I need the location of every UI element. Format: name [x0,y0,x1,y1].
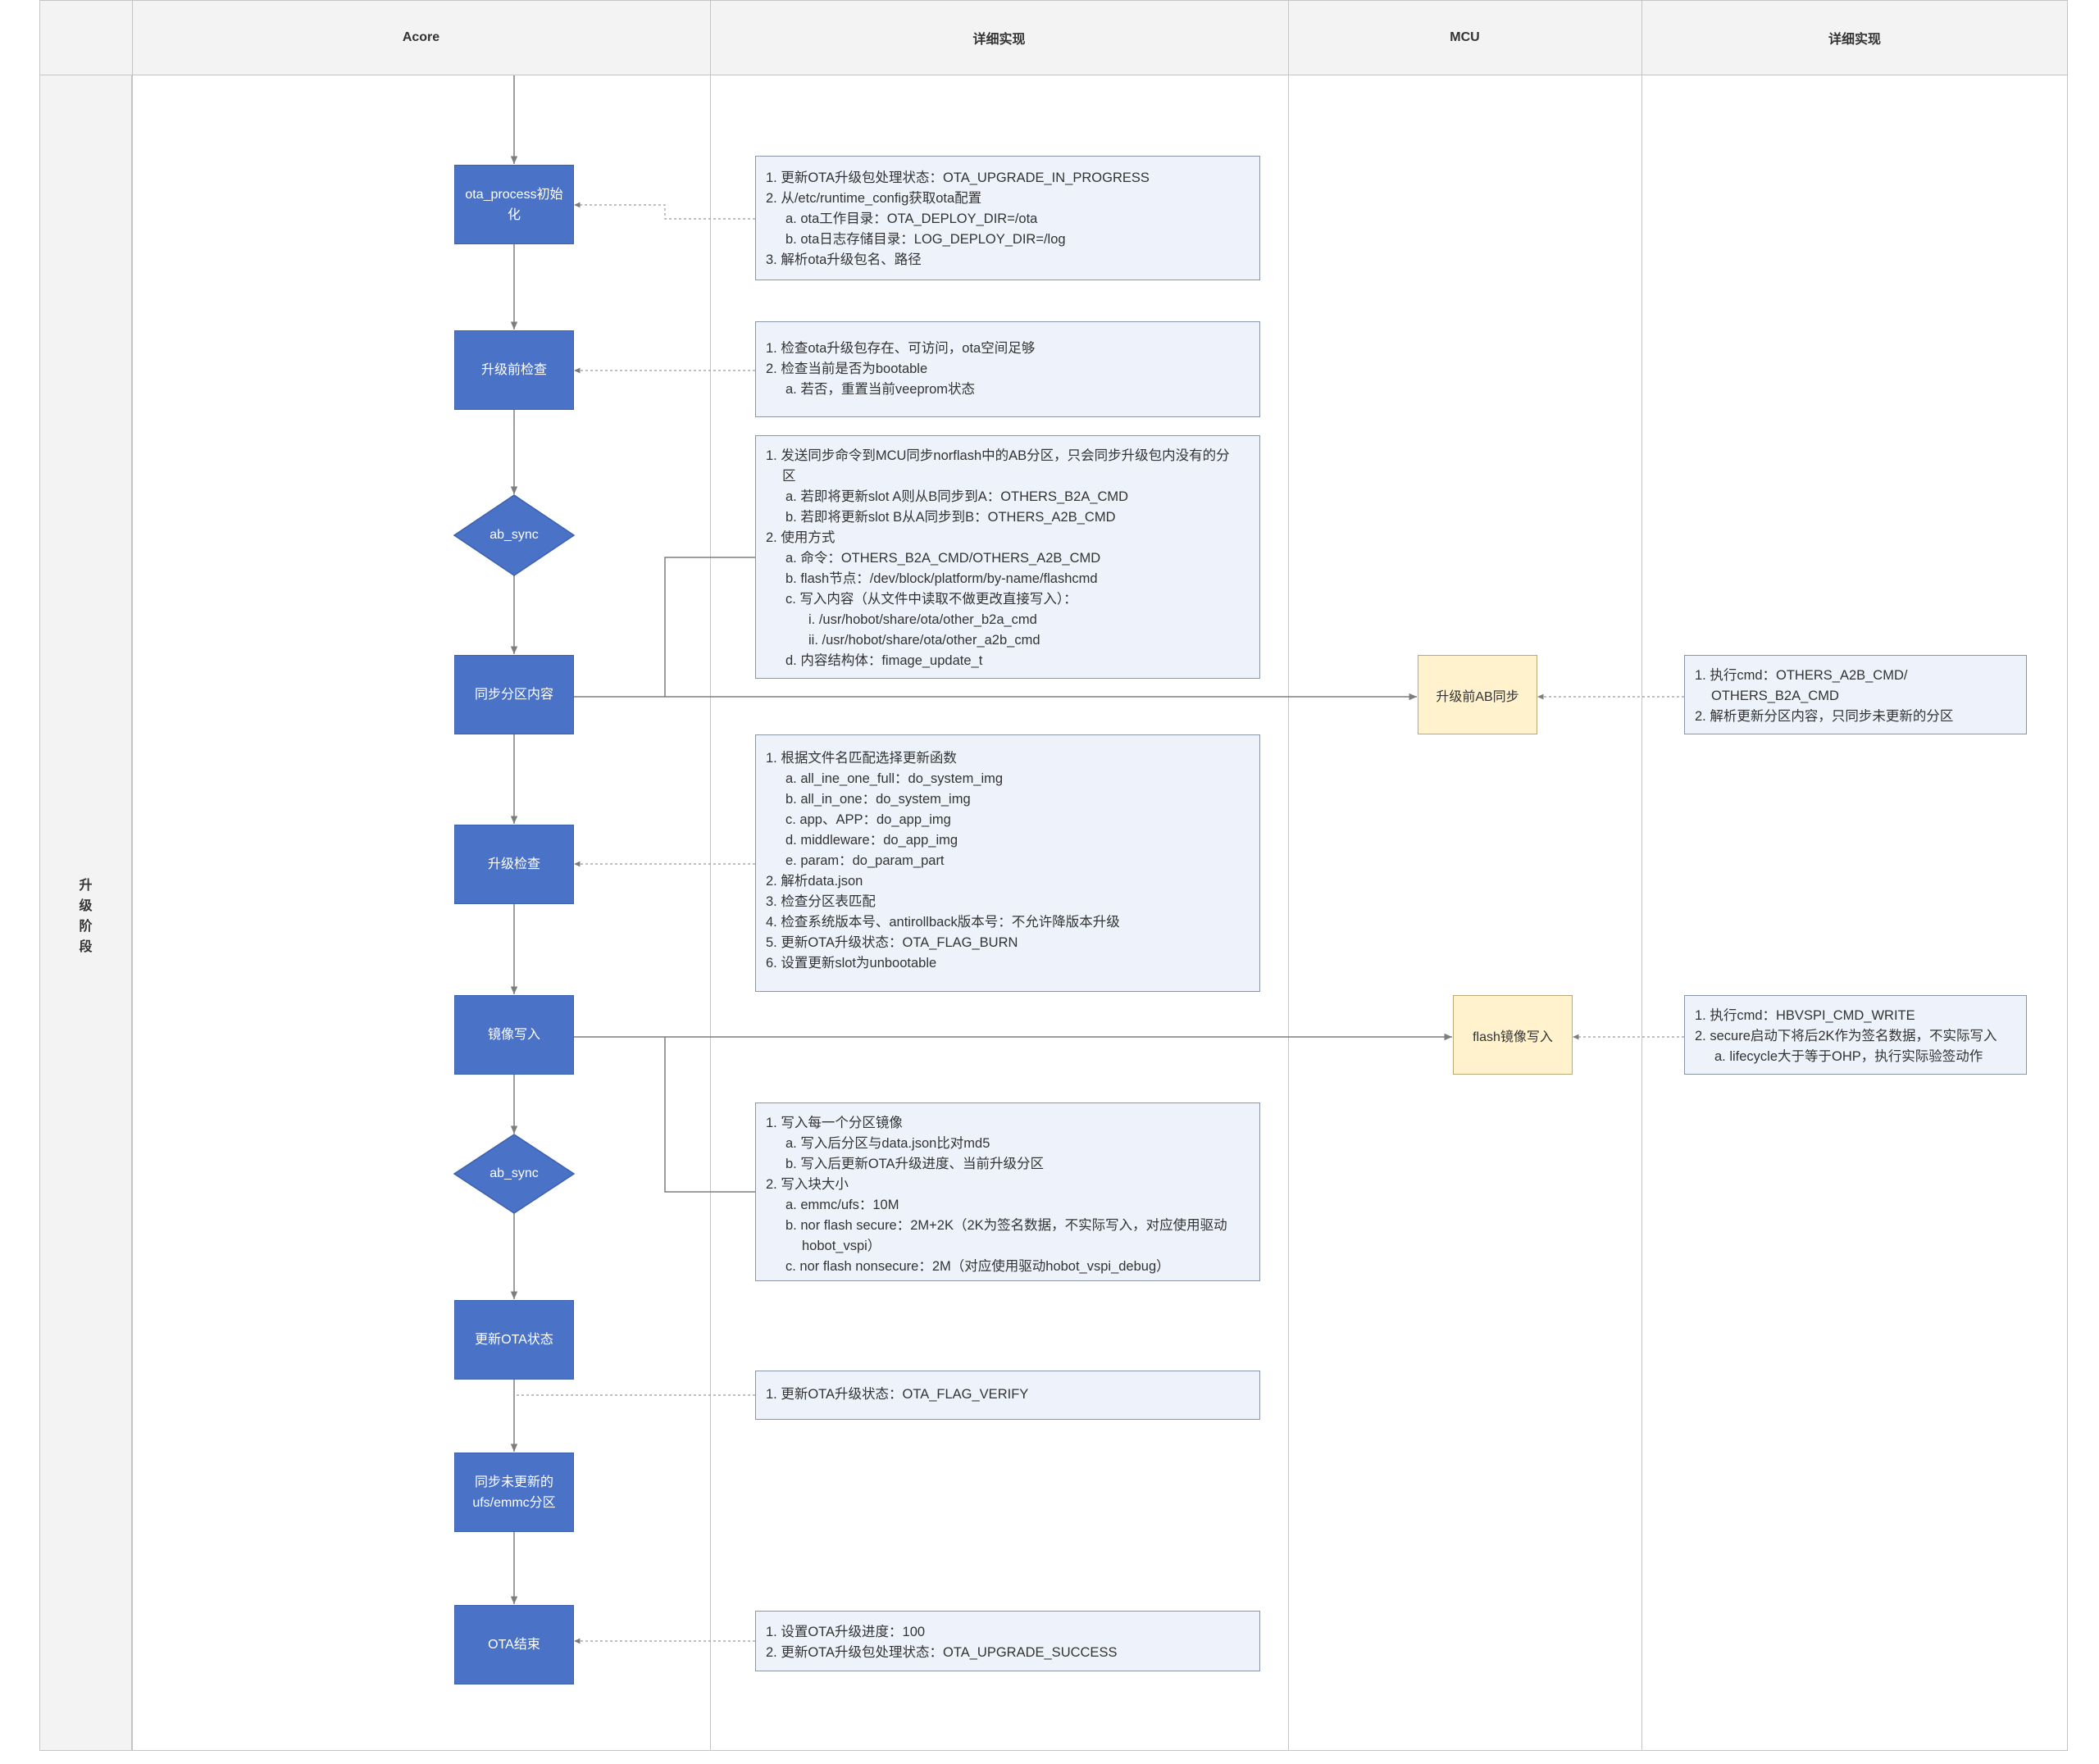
note-connector [664,1037,755,1193]
note-mcu-sync: 1. 执行cmd：OTHERS_A2B_CMD/ OTHERS_B2A_CMD … [1684,655,2027,734]
node-ab-sync-1[interactable]: ab_sync [489,528,539,542]
note-init: 1. 更新OTA升级包处理状态：OTA_UPGRADE_IN_PROGRESS … [755,156,1260,280]
node-sync-ufs[interactable]: 同步未更新的ufs/emmc分区 [454,1453,574,1532]
node-ota-init[interactable]: ota_process初始化 [454,165,574,244]
header-row [39,0,2068,75]
lane-header-mcu: MCU [1450,30,1480,44]
lane-divider [132,0,133,1751]
lane-header-detail-2: 详细实现 [1828,33,1881,47]
node-upgrade-check[interactable]: 升级检查 [454,825,574,904]
node-pre-check[interactable]: 升级前检查 [454,330,574,410]
note-upgrade-check: 1. 根据文件名匹配选择更新函数 a. all_ine_one_full：do_… [755,734,1260,992]
node-image-write[interactable]: 镜像写入 [454,995,574,1075]
stage-label: 升级阶段 [79,879,93,954]
note-connector [574,202,755,220]
node-mcu-flash-write[interactable]: flash镜像写入 [1453,995,1573,1075]
note-end: 1. 设置OTA升级进度：100 2. 更新OTA升级包处理状态：OTA_UPG… [755,1611,1260,1671]
node-update-status[interactable]: 更新OTA状态 [454,1300,574,1380]
lane-header-acore: Acore [402,30,440,44]
node-sync-partition[interactable]: 同步分区内容 [454,655,574,734]
stage-column [39,75,132,1751]
decision-diamond [453,494,576,576]
decision-diamond [453,1134,576,1214]
node-mcu-pre-ab-sync[interactable]: 升级前AB同步 [1418,655,1537,734]
note-image-write: 1. 写入每一个分区镜像 a. 写入后分区与data.json比对md5 b. … [755,1102,1260,1281]
lane-divider [1641,0,1642,1751]
note-mcu-write: 1. 执行cmd：HBVSPI_CMD_WRITE 2. secure启动下将后… [1684,995,2027,1075]
note-sync: 1. 发送同步命令到MCU同步norflash中的AB分区，只会同步升级包内没有… [755,435,1260,679]
node-ab-sync-2[interactable]: ab_sync [489,1166,539,1180]
lane-divider [1288,0,1289,1751]
swimlane-frame [39,0,2068,1751]
note-pre-check: 1. 检查ota升级包存在、可访问，ota空间足够 2. 检查当前是否为boot… [755,321,1260,417]
lane-header-detail-1: 详细实现 [972,33,1026,47]
note-connector [664,557,755,697]
note-verify: 1. 更新OTA升级状态：OTA_FLAG_VERIFY [755,1371,1260,1420]
lane-divider [710,0,711,1751]
node-ota-end[interactable]: OTA结束 [454,1605,574,1684]
